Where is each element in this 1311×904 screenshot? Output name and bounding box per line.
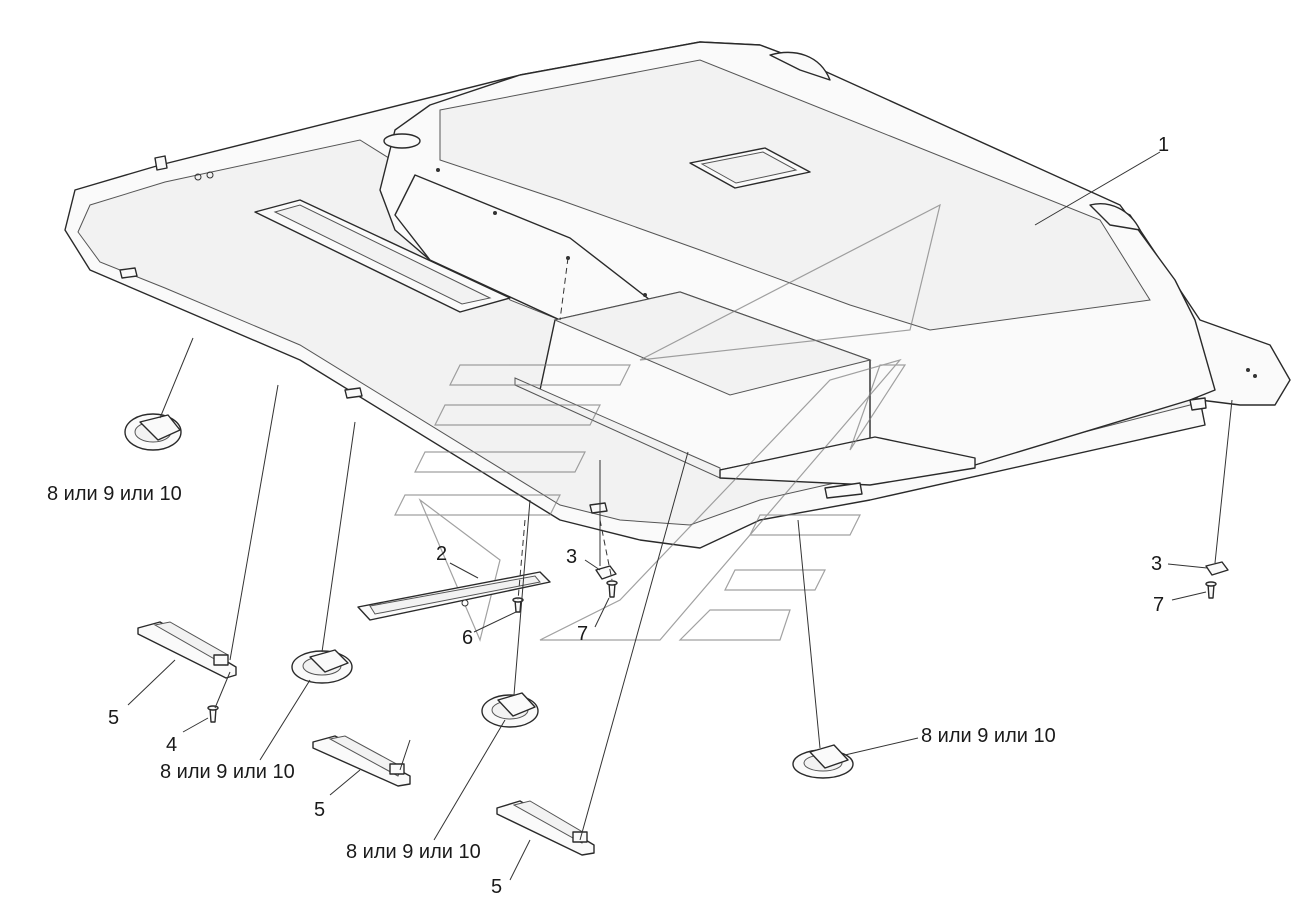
label-part-6: 6 (462, 627, 473, 649)
fastener-screw-center (512, 597, 524, 613)
fastener-clip-left (595, 565, 617, 580)
label-part-2: 2 (436, 543, 447, 565)
label-part-8-upper-left: 8 или 9 или 10 (47, 483, 182, 505)
fastener-screw-right (1205, 581, 1217, 599)
label-part-5-left: 5 (108, 707, 119, 729)
lamp-upper-left (124, 413, 182, 451)
label-part-8-right: 8 или 9 или 10 (921, 725, 1056, 747)
label-part-3-left: 3 (566, 546, 577, 568)
label-part-8-center-left: 8 или 9 или 10 (160, 761, 295, 783)
label-part-1: 1 (1158, 134, 1169, 156)
lamp-center (481, 692, 539, 728)
handle-bottom (496, 800, 595, 856)
label-part-5-bottom: 5 (491, 876, 502, 898)
label-part-7-right: 7 (1153, 594, 1164, 616)
roof-panel (64, 41, 1291, 549)
leader-lines (127, 151, 1233, 881)
lamp-center-left (291, 649, 353, 684)
assembly-axes (517, 257, 613, 601)
fastener-screw-left (606, 580, 618, 598)
label-part-8-bottom: 8 или 9 или 10 (346, 841, 481, 863)
label-part-4: 4 (166, 734, 177, 756)
lamp-right (792, 744, 854, 779)
watermark-logo (394, 203, 941, 642)
handle-left (137, 621, 237, 679)
label-part-5-center: 5 (314, 799, 325, 821)
label-part-3-right: 3 (1151, 553, 1162, 575)
fastener-rivet-4 (207, 705, 219, 723)
handle-center (312, 735, 411, 787)
strip-plate (357, 571, 551, 621)
label-part-7-left: 7 (577, 623, 588, 645)
callout-labels: 1 2 3 3 4 5 5 5 6 7 7 8 или 9 или 10 8 и… (47, 134, 1169, 898)
fastener-clip-right (1205, 561, 1229, 576)
